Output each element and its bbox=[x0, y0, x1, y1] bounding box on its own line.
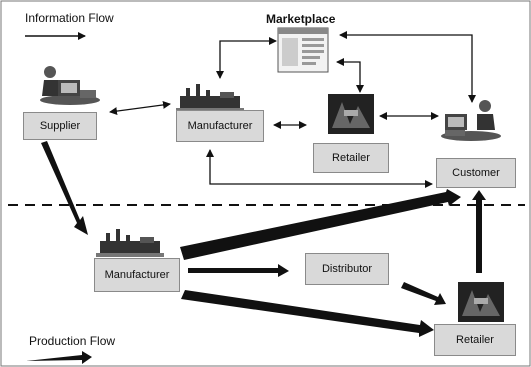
factory-icon bbox=[96, 229, 164, 257]
store-photo-icon bbox=[458, 282, 504, 322]
marketplace-label: Marketplace bbox=[266, 12, 336, 26]
arrow-retailer-to-customer bbox=[472, 190, 486, 273]
web-page-icon bbox=[277, 27, 329, 73]
manufacturer-bottom-box: Manufacturer bbox=[94, 258, 180, 292]
retailer-top-box: Retailer bbox=[313, 143, 389, 173]
customer-box: Customer bbox=[436, 158, 516, 188]
arrow-manufacturer-to-retailer bbox=[181, 290, 434, 337]
store-photo-icon bbox=[328, 94, 374, 134]
production-flow-label: Production Flow bbox=[29, 334, 116, 348]
distributor-box: Distributor bbox=[305, 253, 389, 285]
factory-icon bbox=[176, 84, 244, 112]
manufacturer-top-box: Manufacturer bbox=[176, 110, 264, 142]
supplier-box: Supplier bbox=[23, 112, 97, 140]
arrow-distributor-to-retailer bbox=[401, 282, 446, 305]
arrow-manufacturer-to-customer bbox=[180, 189, 461, 260]
arrow-supplier-manufacturer bbox=[109, 100, 171, 116]
arrow-marketplace-manufacturer bbox=[216, 37, 277, 79]
legend-production-arrow bbox=[26, 351, 92, 364]
arrow-manufacturer-customer bbox=[206, 149, 433, 188]
arrow-supplier-to-manufacturer bbox=[41, 141, 88, 235]
arrow-marketplace-customer bbox=[339, 31, 476, 103]
retailer-bottom-box: Retailer bbox=[434, 324, 516, 356]
arrow-marketplace-retailer bbox=[336, 58, 364, 93]
information-flow-label: Information Flow bbox=[25, 11, 114, 25]
arrow-manufacturer-to-distributor bbox=[188, 264, 289, 277]
person-at-computer-icon bbox=[441, 100, 501, 141]
person-at-computer-icon bbox=[40, 66, 100, 105]
